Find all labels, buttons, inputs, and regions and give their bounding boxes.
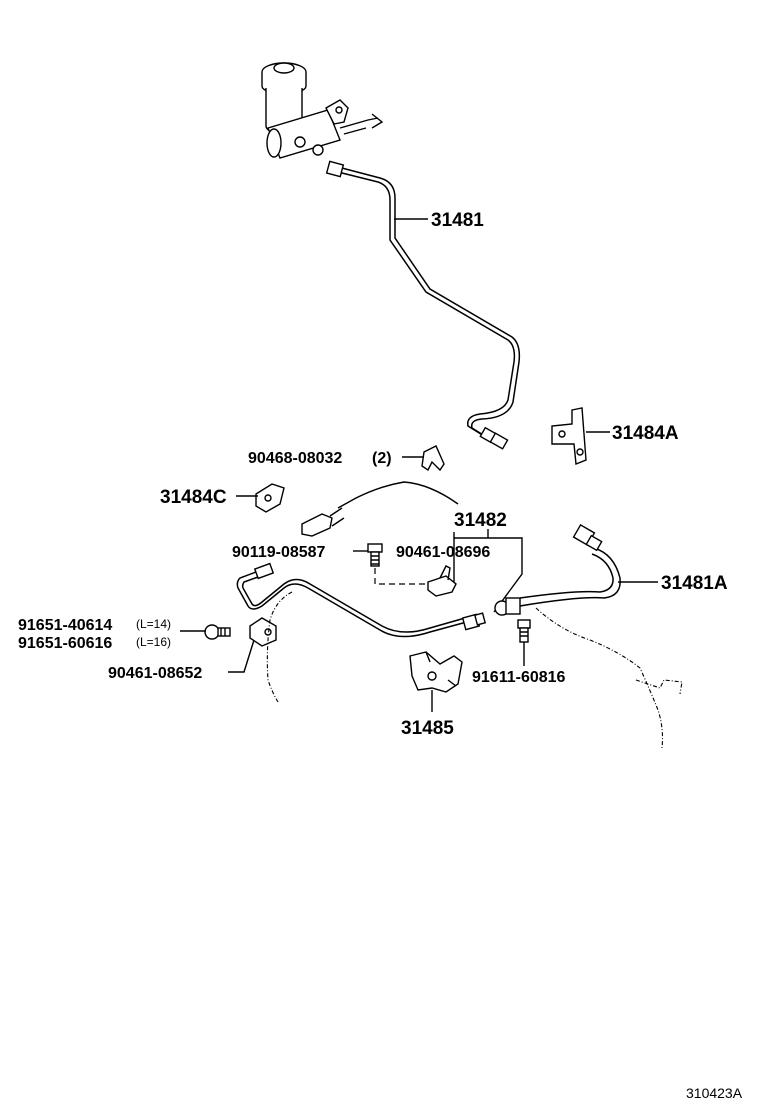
label-31481[interactable]: 31481 [431,210,484,231]
leader-90461-08652 [228,639,255,673]
clutch-pipe-31481[interactable] [325,160,521,450]
bracket-31484C[interactable] [255,483,285,513]
body-outline-tab [635,679,683,695]
label-90461-08696[interactable]: 90461-08696 [396,544,490,561]
clip-90468-08032[interactable] [421,445,445,472]
leader-31482-bracket [453,532,523,613]
label-31484A[interactable]: 31484A [612,423,679,444]
clutch-master-cylinder[interactable] [261,62,384,159]
label-31485[interactable]: 31485 [401,718,454,739]
bracket-31484A[interactable] [551,407,587,465]
clutch-line-31482[interactable] [236,481,487,638]
label-90461-08652[interactable]: 90461-08652 [108,665,202,682]
body-outline-left [266,591,293,703]
label-91651-40614-length: (L=14) [136,617,171,631]
label-91651-40614[interactable]: 91651-40614 [18,617,112,634]
label-31482[interactable]: 31482 [454,510,507,531]
clutch-hose-31481A[interactable] [494,523,621,616]
bolt-90119-08587[interactable] [367,543,383,567]
label-31484C[interactable]: 31484C [160,487,227,508]
label-91651-60616-length: (L=16) [136,635,171,649]
label-90119-08587[interactable]: 90119-08587 [232,544,326,561]
bracket-31485[interactable] [409,651,463,693]
bolt-91651[interactable] [204,624,231,640]
figure-code: 310423A [686,1085,743,1101]
body-outline-right [535,607,664,749]
label-90468-08032[interactable]: 90468-08032 [248,450,342,467]
label-91611-60816[interactable]: 91611-60816 [472,669,566,686]
label-31481A[interactable]: 31481A [661,573,728,594]
label-91651-60616[interactable]: 91651-60616 [18,635,112,652]
clip-90461-08696[interactable] [427,565,457,597]
assembly-dash-90119 [374,568,430,585]
bolt-91611-60816[interactable] [517,619,531,643]
label-90468-qty: (2) [372,450,392,467]
